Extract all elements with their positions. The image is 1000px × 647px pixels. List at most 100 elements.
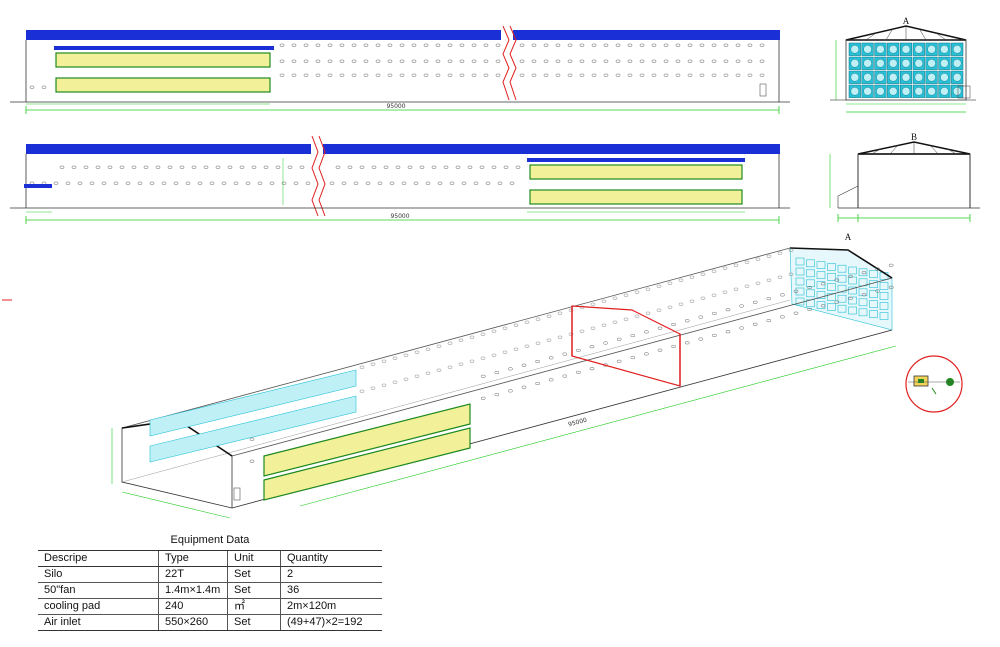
fan-blade [901,87,911,96]
lower-small-frame [24,184,52,188]
air-inlet-3d [722,290,728,294]
fan-blade [901,59,911,68]
air-inlet [353,181,359,185]
fan-blade [940,87,949,96]
fan-blade [953,45,962,54]
fan-blade [927,59,936,68]
air-inlet-3d [612,320,618,324]
air-inlet-3d [480,332,486,336]
air-inlet [83,165,89,169]
fan-cell-3d [869,270,878,278]
air-inlet-3d [480,356,486,360]
air-inlet-3d [780,293,785,297]
air-inlet [363,59,369,63]
fan-blade [953,87,962,96]
section-a-label: A [903,16,910,26]
air-inlet-3d [725,308,731,312]
upper-air-inlets [29,43,765,89]
air-inlet [663,43,669,47]
air-inlet [615,43,621,47]
table-cell: Set [227,582,281,599]
air-inlet [449,181,455,185]
air-inlet-3d [780,315,785,319]
air-inlet-3d [678,278,684,282]
air-inlet-3d [712,311,717,315]
air-inlet-3d [689,299,695,303]
air-inlet-3d [513,347,519,351]
air-inlet-3d [535,317,541,321]
air-inlet [287,165,293,169]
air-inlet [401,181,407,185]
fan-cell-3d [816,281,826,289]
air-inlet-3d [469,335,475,339]
air-inlet [149,181,155,185]
air-inlet [687,59,693,63]
air-inlet [131,165,137,169]
air-inlet-3d [425,347,431,351]
upper-roof [26,30,780,40]
section-b-pad-end: B [829,132,980,222]
fan-cell-3d [827,283,836,291]
air-inlet [615,59,621,63]
air-inlet [339,43,345,47]
air-inlet [113,181,119,185]
air-inlet [471,73,477,77]
air-inlet [567,43,573,47]
air-inlet [389,181,395,185]
air-inlet [411,59,417,63]
air-inlet [359,165,365,169]
air-inlet-3d [508,367,513,371]
3d-far-cooling-pad-2 [149,395,357,463]
air-inlet [327,73,333,77]
air-inlet-3d [820,282,826,286]
air-inlet [315,73,321,77]
air-inlet [399,59,405,63]
air-inlet [419,165,425,169]
air-inlet [95,165,101,169]
air-inlet [627,43,633,47]
air-inlet-3d [576,348,581,352]
air-inlet-3d [888,285,894,289]
fan-blade [889,87,898,96]
table-cell: 36 [280,582,382,599]
air-inlet-3d [684,341,690,345]
fan-cell-3d [879,292,889,300]
lower-cooling-pad-2 [529,189,743,205]
air-inlet-3d [381,383,387,387]
air-inlet-3d [616,337,622,341]
air-inlet [161,181,167,185]
air-inlet [119,165,125,169]
air-inlet-3d [521,363,527,367]
air-inlet [407,165,413,169]
air-inlet [291,43,297,47]
lower-cooling-pad-1 [529,164,743,180]
air-inlet [459,43,465,47]
air-inlet [41,85,47,89]
fan-blade [850,45,859,54]
air-inlet [555,59,561,63]
air-inlet [711,73,717,77]
air-inlet [591,73,597,77]
air-inlet [543,43,549,47]
table-cell: 2m×120m [280,598,382,615]
air-inlet [579,59,585,63]
fan-blade [863,59,872,68]
air-inlet-3d [807,308,812,311]
air-inlet-3d [557,335,563,339]
air-inlet-3d [766,254,772,258]
air-inlet [107,165,113,169]
lower-air-inlets [29,165,521,185]
air-inlet [423,73,429,77]
air-inlet [603,73,609,77]
table-cell: Set [227,614,281,631]
air-inlet [279,73,285,77]
table-cell: 550×260 [158,614,228,631]
air-inlet-3d [875,289,880,293]
fan-cell-3d [879,312,889,320]
table-cell: (49+47)×2=192 [280,614,382,631]
air-inlet [101,181,107,185]
fan-cell-3d [879,282,889,290]
fan-cell-3d [848,296,857,305]
table-cell: ㎡ [227,598,281,615]
air-inlet-3d [370,386,376,390]
